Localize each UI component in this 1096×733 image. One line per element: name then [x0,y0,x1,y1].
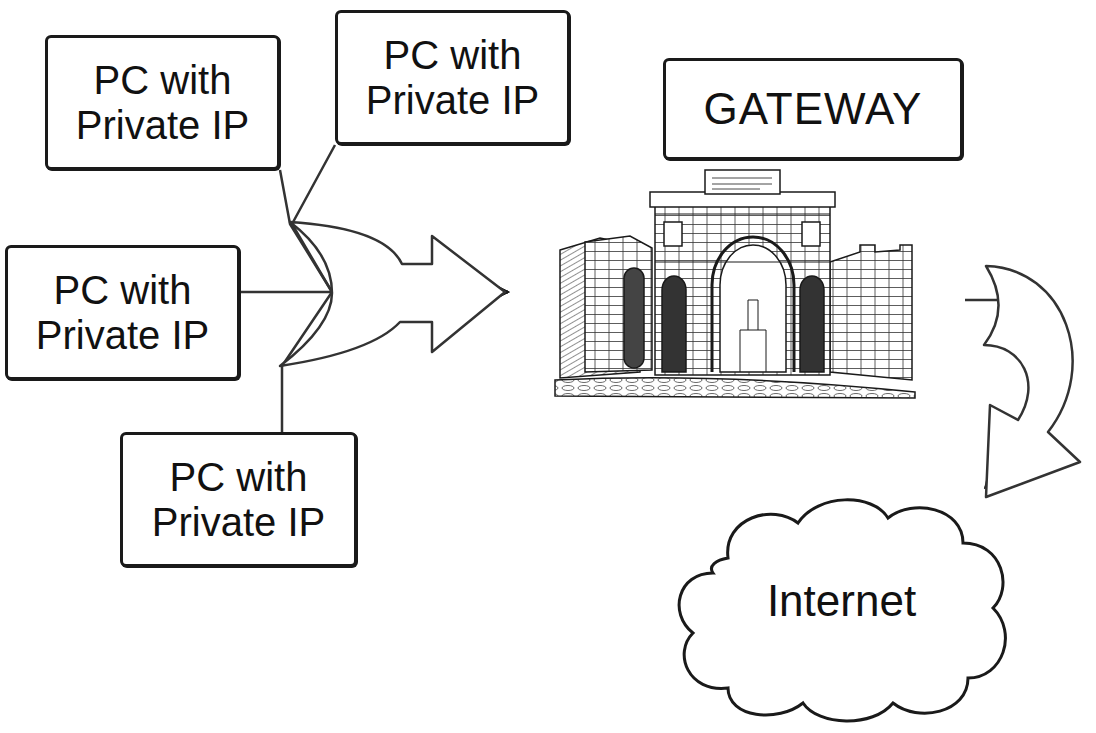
gateway-label-box: GATEWAY [663,58,963,160]
gate-illustration [555,170,915,398]
pc-box: PC with Private IP [5,245,240,380]
gateway-node: GATEWAY [508,55,965,400]
node-label: PC with Private IP [348,33,557,123]
internet-cloud: Internet [668,488,1015,726]
pc-box: PC with Private IP [45,35,280,170]
pc-box: PC with Private IP [120,432,357,567]
node-label: PC with Private IP [58,58,267,148]
node-label: PC with Private IP [18,268,227,358]
node-label: PC with Private IP [133,455,344,545]
merge-arrow [280,222,505,366]
pc-box: PC with Private IP [335,10,570,145]
curved-arrow [984,266,1080,497]
node-label: Internet [668,576,1015,625]
cloud-text-wrap: Internet [668,576,1015,625]
node-label: GATEWAY [680,84,946,133]
